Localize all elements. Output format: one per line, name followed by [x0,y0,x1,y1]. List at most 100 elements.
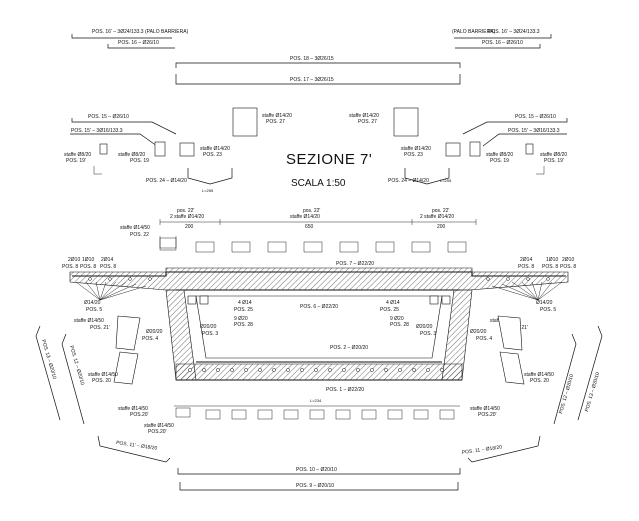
label-st23-left: staffe Ø14/20 [200,146,230,152]
label-pos28-left: POS. 28 [234,322,253,328]
label-pos28-right: POS. 28 [390,322,409,328]
label-pos5-right: POS. 5 [540,307,556,313]
label-pos4-right: POS. 4 [476,336,492,342]
side-left: staffe Ø14/50 POS. 21' Ø20/20 POS. 4 sta… [74,315,163,385]
label-pos25-right: POS. 25 [380,307,399,313]
label-pos8-r1: POS. 8 [518,264,534,270]
label-pos15p-left: POS. 15' – 3Ø16/133.3 [71,128,123,134]
label-p8-l1: 2Ø10 [68,257,80,263]
label-pos16p-right: POS. 16' – 3Ø24/133.3 [488,29,540,35]
label-p8-r3: 2Ø10 [562,257,574,263]
label-p22p-right: pos. 22' [432,208,449,214]
label-pos1: POS. 1 – Ø22/20 [326,387,364,393]
label-pos15-left: POS. 15 – Ø26/10 [88,114,129,120]
label-pos16-right: POS. 16 – Ø26/10 [482,40,523,46]
label-p3-right: Ø20/20 [416,324,433,330]
label-st19p-left: staffe Ø8/20 [64,152,91,158]
label-p5-right: Ø14/20 [536,300,553,306]
label-p25-right: 4 Ø14 [386,300,400,306]
label-pos8-l1: POS. 8 [62,264,78,270]
inner-labels: 4 Ø14 POS. 25 4 Ø14 POS. 25 9 Ø20 POS. 2… [200,300,436,337]
label-p8-l3: 2Ø14 [101,257,113,263]
label-p3-left: Ø20/20 [200,324,217,330]
side-right: staffe Ø14/50 POS. 21' Ø20/20 POS. 4 sta… [470,315,554,385]
label-st19-right: staffe Ø8/20 [486,152,513,158]
label-pos11-right: POS. 11 – Ø18/20 [461,444,502,456]
label-pos23-left: POS. 23 [203,152,222,158]
label-pos25-left: POS. 25 [234,307,253,313]
label-l255-right: L=255 [440,178,452,183]
label-st21-left: staffe Ø14/50 [74,318,104,324]
label-pos8-r2: POS. 8 [542,264,558,270]
label-st22p-mid: staffe Ø14/20 [290,214,320,220]
label-pos8-r3: POS. 8 [560,264,576,270]
label-pos20c: POS.20' [148,429,167,435]
drawing-title: SEZIONE 7' [286,151,372,168]
label-st27-left: staffe Ø14/20 [262,113,292,119]
label-pos20b-left: POS.20' [130,412,149,418]
label-p28-right: 9 Ø20 [390,316,404,322]
label-p4-right: Ø20/20 [470,329,487,335]
label-pos23-right: POS. 23 [404,152,423,158]
bars-10-9: POS. 10 – Ø20/10 POS. 9 – Ø20/10 [177,467,461,491]
label-p8-l2: 1Ø10 [82,257,94,263]
dim-200-right: 200 [437,224,446,230]
top-bars: POS. 16' – 3Ø24/133.3 (PALO BARRIERA) PO… [71,29,552,85]
label-pos7: POS. 7 – Ø22/20 [336,261,374,267]
label-pos5-left: POS. 5 [86,307,102,313]
label-pos17: POS. 17 – 3Ø26/15 [290,77,334,83]
label-pos10: POS. 10 – Ø20/10 [296,467,337,473]
label-p5-left: Ø14/20 [84,300,101,306]
label-st19p-right: staffe Ø8/20 [540,152,567,158]
label-st23-right: staffe Ø14/20 [401,146,431,152]
dim-200-left: 200 [185,224,194,230]
label-pos22: POS. 22 [130,232,149,238]
label-pos3-left: POS. 3 [202,331,218,337]
label-pos15p-right: POS. 15' – 3Ø16/133.3 [508,128,560,134]
label-pos19p-right: POS. 19' [544,158,564,164]
label-l255-left: L=255 [202,188,214,193]
label-pos13-right: POS. 13 – Ø20/10 [584,371,601,412]
label-st22p-left: 2 staffe Ø14/20 [170,214,204,220]
label-pos20-right: POS. 20 [530,378,549,384]
label-pos19-left: POS. 19 [130,158,149,164]
label-pos3-right: POS. 3 [420,331,436,337]
label-pos19p-left: POS. 19' [66,158,86,164]
label-st27-right: staffe Ø14/20 [349,113,379,119]
label-p22p-left: pos. 22' [177,208,194,214]
label-st19-left: staffe Ø8/20 [118,152,145,158]
label-pos4-left: POS. 4 [142,336,158,342]
bars-24: POS. 24 – Ø14/20 L=255 POS. 24 – Ø14/20 … [146,168,452,193]
label-palo-left: (PALO BARRIERA) [145,29,189,35]
dim-650: 650 [305,224,314,230]
label-pos8-l3: POS. 8 [100,264,116,270]
drawing-scale: SCALA 1:50 [291,178,346,189]
label-st20b-left: staffe Ø14/50 [118,406,148,412]
label-st20c: staffe Ø14/50 [144,423,174,429]
label-pos27-left: POS. 27 [266,119,285,125]
label-pos20b-right: POS.20' [478,412,497,418]
label-p8-r1: 2Ø14 [520,257,532,263]
label-p25-left: 4 Ø14 [238,300,252,306]
label-palo-right: (PALO BARRIERA) [452,29,496,35]
label-p28-left: 9 Ø20 [234,316,248,322]
label-st22p-right: 2 staffe Ø14/20 [420,214,454,220]
label-pos20-left: POS. 20 [92,378,111,384]
stirrups-27: staffe Ø14/20 POS. 27 staffe Ø14/20 POS.… [232,107,419,137]
stirrups-20p: staffe Ø14/50 POS.20' staffe Ø14/50 POS.… [118,398,500,435]
label-pos27-right: POS. 27 [358,119,377,125]
label-pos11-left: POS. 11' – Ø18/20 [116,440,158,452]
label-p8-r2: 1Ø10 [546,257,558,263]
girder-section: POS. 7 – Ø22/20 POS. 6 – Ø22/20 POS. 2 –… [69,261,569,393]
label-l234: L=234 [310,398,322,403]
label-pos6: POS. 6 – Ø22/20 [300,304,338,310]
bars-11: POS. 11' – Ø18/20 POS. 11 – Ø18/20 [97,435,541,463]
label-st20-right: staffe Ø14/50 [524,372,554,378]
label-pos12-right: POS. 12 – Ø20/10 [558,373,575,414]
label-pos12-left: POS. 12 – Ø20/10 [68,345,85,386]
bars-8: 2Ø10 1Ø10 2Ø14 POS. 8 POS. 8 POS. 8 2Ø14… [62,257,576,313]
label-pos21-left: POS. 21' [90,325,110,331]
stirrups-19-23: staffe Ø8/20 POS. 19' staffe Ø8/20 POS. … [64,141,567,175]
label-pos24-left: POS. 24 – Ø14/20 [146,178,187,184]
